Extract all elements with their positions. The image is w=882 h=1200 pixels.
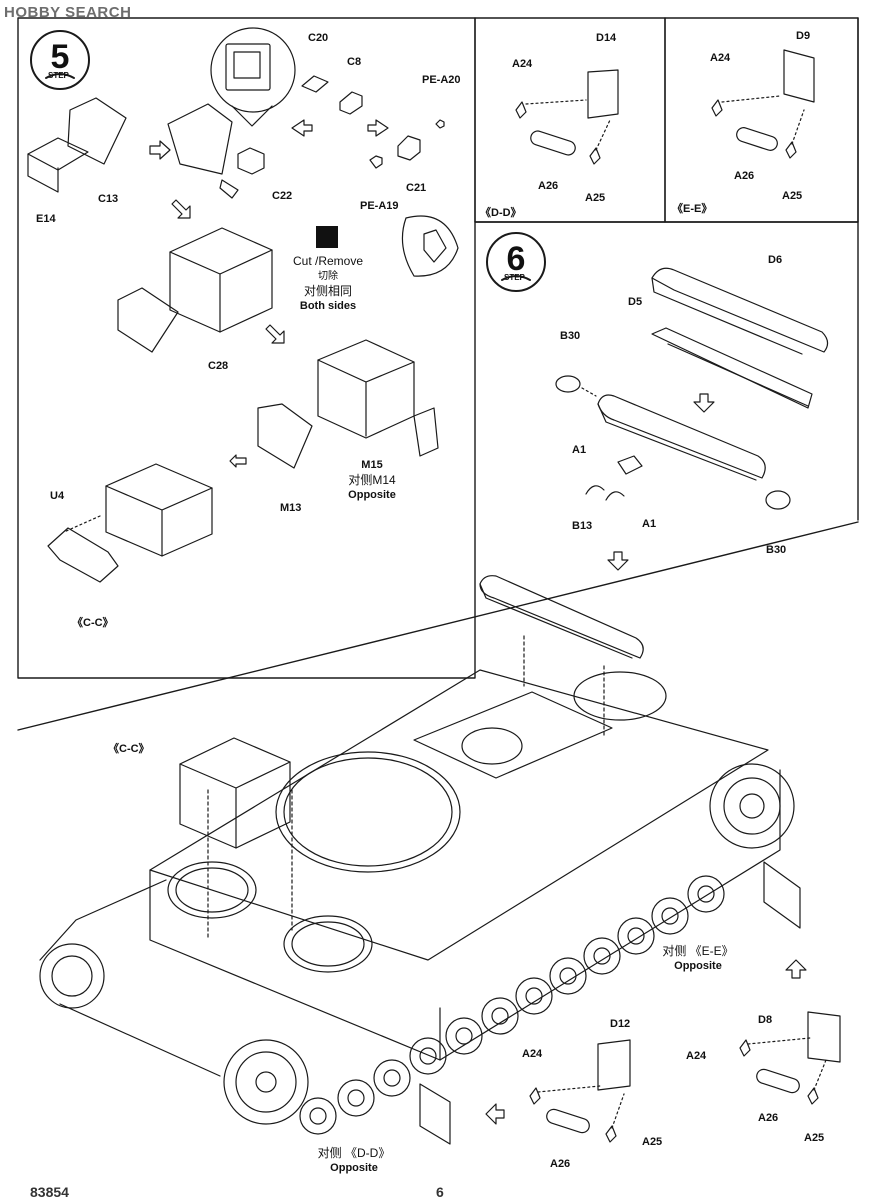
left-label-a24: A24 bbox=[522, 1048, 543, 1060]
ee-label-d9: D9 bbox=[796, 30, 811, 42]
part-label-e14: E14 bbox=[36, 213, 56, 225]
step5-parts bbox=[27, 27, 459, 583]
ee-label-a24: A24 bbox=[710, 52, 731, 64]
left-label-d12: D12 bbox=[610, 1018, 631, 1030]
step6-border bbox=[18, 222, 858, 730]
s6-label-a1-top: A1 bbox=[572, 444, 587, 456]
panel-borders bbox=[17, 17, 859, 731]
dd-section-label: 《D-D》 bbox=[480, 207, 522, 219]
cut-remove-en: Cut /Remove bbox=[292, 254, 364, 268]
both-sides-en: Both sides bbox=[299, 300, 357, 312]
m15-opposite-en: Opposite bbox=[348, 489, 396, 501]
part-label-pe-a20: PE-A20 bbox=[422, 74, 461, 86]
part-label-c20: C20 bbox=[308, 32, 329, 44]
road-wheels bbox=[299, 875, 725, 1135]
dd-label-a24: A24 bbox=[512, 58, 533, 70]
dd-label-d14: D14 bbox=[596, 32, 617, 44]
svg-text:STEP: STEP bbox=[504, 273, 526, 282]
part-label-u4: U4 bbox=[50, 490, 65, 502]
cut-remove-zh: 切除 bbox=[318, 271, 338, 282]
step5-panel bbox=[17, 17, 476, 679]
m15-opposite-zh: 对侧M14 bbox=[348, 473, 396, 487]
svg-text:6: 6 bbox=[507, 240, 526, 278]
dd-detail bbox=[515, 69, 619, 165]
s6-label-b30-top: B30 bbox=[560, 330, 581, 342]
right-label-a25: A25 bbox=[804, 1132, 825, 1144]
ee-opposite-zh: 对侧 《E-E》 bbox=[662, 944, 734, 958]
svg-text:STEP: STEP bbox=[48, 71, 70, 80]
ee-opposite-en: Opposite bbox=[674, 960, 722, 972]
right-label-a24: A24 bbox=[686, 1050, 707, 1062]
dd-label-a26: A26 bbox=[538, 180, 559, 192]
right-label-a26: A26 bbox=[758, 1112, 779, 1124]
dd-opposite-en: Opposite bbox=[330, 1162, 378, 1174]
hull-assembly bbox=[39, 575, 841, 1145]
part-label-pe-a19: PE-A19 bbox=[360, 200, 399, 212]
cut-remove-note: Cut /Remove 切除 对侧相同 Both sides bbox=[293, 254, 363, 314]
right-label-d8: D8 bbox=[758, 1014, 773, 1026]
part-label-c21: C21 bbox=[406, 182, 427, 194]
s6-label-d5: D5 bbox=[628, 296, 643, 308]
part-label-m13: M13 bbox=[280, 502, 302, 514]
m15-note: M15 对侧M14 Opposite bbox=[348, 458, 396, 503]
step6-parts bbox=[555, 267, 829, 571]
page-number: 6 bbox=[436, 1184, 444, 1200]
s6-label-a1-bottom: A1 bbox=[642, 518, 657, 530]
both-sides-zh: 对侧相同 bbox=[303, 284, 352, 298]
dd-opposite-zh: 对侧 《D-D》 bbox=[317, 1146, 391, 1160]
product-code: 83854 bbox=[30, 1184, 69, 1200]
dd-panel bbox=[474, 17, 666, 223]
part-label-c28: C28 bbox=[208, 360, 229, 372]
step5-badge bbox=[30, 30, 90, 90]
ee-panel bbox=[664, 17, 859, 223]
left-label-a25: A25 bbox=[642, 1136, 663, 1148]
part-label-c22: C22 bbox=[272, 190, 293, 202]
ee-section-label: 《E-E》 bbox=[672, 203, 713, 215]
main-cc-label: 《C-C》 bbox=[108, 743, 150, 755]
part-label-c13: C13 bbox=[98, 193, 119, 205]
watermark: HOBBY SEARCH bbox=[4, 4, 132, 21]
dd-opposite-note: 对侧 《D-D》 Opposite bbox=[318, 1146, 391, 1176]
step6-badge bbox=[486, 232, 546, 292]
part-label-c8: C8 bbox=[347, 56, 362, 68]
m15-part: M15 bbox=[361, 459, 383, 471]
dd-label-a25: A25 bbox=[585, 192, 606, 204]
section-label-cc: 《C-C》 bbox=[72, 617, 114, 629]
s6-label-d6: D6 bbox=[768, 254, 783, 266]
s6-label-b30-bottom: B30 bbox=[766, 544, 787, 556]
ee-detail bbox=[711, 49, 815, 159]
ee-label-a25: A25 bbox=[782, 190, 803, 202]
svg-text:5: 5 bbox=[51, 38, 70, 76]
ee-label-a26: A26 bbox=[734, 170, 755, 182]
ee-opposite-note: 对侧 《E-E》 Opposite bbox=[662, 944, 733, 974]
left-label-a26: A26 bbox=[550, 1158, 571, 1170]
s6-label-b13: B13 bbox=[572, 520, 593, 532]
